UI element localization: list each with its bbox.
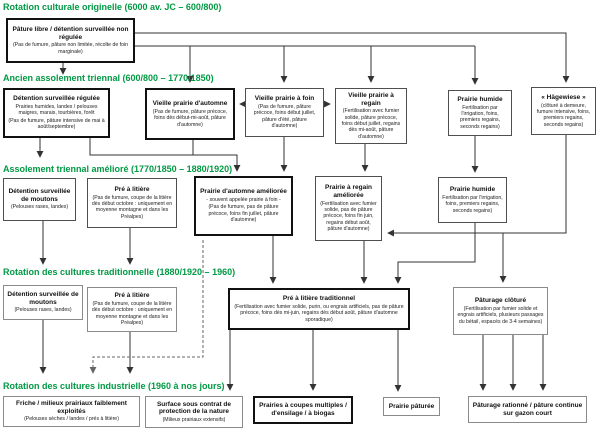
box-prairie-regain-amelioree: Prairie à regain améliorée (Fertilisatio… xyxy=(315,176,382,241)
box-subtitle-2: (Pas de fumure, pâture intensive de mai … xyxy=(8,117,105,131)
box-prairie-automne-amelioree: Prairie d'automne améliorée - souvent ap… xyxy=(194,176,293,236)
box-title: « Hägewiese » xyxy=(541,93,586,101)
box-detention-moutons-traditionnel: Détention surveillée de moutons (Pelouse… xyxy=(3,285,83,320)
box-prairie-paturee: Prairie pâturée xyxy=(383,397,440,416)
box-title: Pâturage rationné / pâture continue sur … xyxy=(472,401,583,417)
box-title: Détention surveillée de moutons xyxy=(7,291,79,306)
box-subtitle: (Pas de fumure, pâture non limitée, réco… xyxy=(12,42,129,55)
box-subtitle: (Pas de fumure, pas de pâture précoce, f… xyxy=(208,204,279,224)
box-title: Vieille prairie à foin xyxy=(254,95,315,103)
box-subtitle: (Pelouses rases, landes) xyxy=(10,204,69,211)
box-subtitle: (Pelouses rases, landes) xyxy=(14,307,72,314)
box-title: Surface sous contrat de protection de la… xyxy=(156,400,232,416)
box-detention-moutons-ameliore: Détention surveillée de moutons (Pelouse… xyxy=(3,178,76,221)
box-subtitle: (Pas de fumure, coupe de la litière dès … xyxy=(91,194,173,220)
box-subtitle: (Pas de fumure, pâture précoce, foins dé… xyxy=(253,104,316,130)
box-prairies-coupes-multiples: Prairies à coupes multiples / d'ensilage… xyxy=(253,396,353,424)
era-title-assolement-ameliore: Assolement triennal amélioré (1770/1850 … xyxy=(3,164,233,174)
box-title: Prairie pâturée xyxy=(388,402,435,410)
box-title: Détention surveillée régulée xyxy=(13,95,100,103)
box-title: Pâture libre / détention surveillée non … xyxy=(12,26,129,41)
box-paturage-cloture: Pâturage clôturé (Fertilisation par fumi… xyxy=(453,287,548,335)
box-prairie-humide-ancien: Prairie humide Fertilisation par l'irrig… xyxy=(448,90,512,136)
box-title: Vieille prairie à regain xyxy=(348,91,394,107)
box-subtitle: (Fertilisation avec fumier solide, purin… xyxy=(234,303,404,323)
box-subtitle: (Pas de fumure, coupe de la litière dès … xyxy=(91,301,173,327)
box-hagewiese: « Hägewiese » (clôturé à demeure, fumure… xyxy=(531,87,596,135)
box-subtitle: Fertilisation par l'irrigation, foins, p… xyxy=(442,194,503,214)
box-title: Pré à litière xyxy=(114,292,150,300)
box-subtitle: (Milieux prairiaux extensifs) xyxy=(162,416,226,423)
box-subtitle: (Pelouses sèches / landes / prés à litiè… xyxy=(24,416,119,423)
era-title-rotation-industrielle: Rotation des cultures industrielle (1960… xyxy=(3,381,225,391)
box-pre-a-litiere-ameliore: Pré à litière (Pas de fumure, coupe de l… xyxy=(87,178,177,228)
box-title: Prairie humide xyxy=(449,186,496,194)
box-prairie-humide-ameliore: Prairie humide Fertilisation par l'irrig… xyxy=(438,177,507,223)
box-paturage-rationne: Pâturage rationné / pâture continue sur … xyxy=(468,396,587,423)
era-title-originelle: Rotation culturale originelle (6000 av. … xyxy=(3,2,222,12)
box-pature-libre-non-regulee: Pâture libre / détention surveillée non … xyxy=(6,18,135,63)
box-subtitle: (Fertilisation avec fumier solide, pas d… xyxy=(320,200,377,233)
box-subtitle: (Fertilisation avec fumier solide, pâtur… xyxy=(341,108,401,140)
box-pre-a-litiere-traditionnel: Pré à litière traditionnel (Fertilisatio… xyxy=(228,288,410,330)
box-subtitle: Prairies humides, landes / pelouses maig… xyxy=(15,104,98,117)
box-pre-a-litiere-trad: Pré à litière (Pas de fumure, coupe de l… xyxy=(87,287,177,332)
box-title: Détention surveillée de moutons xyxy=(8,188,71,203)
box-title: Pré à litière xyxy=(114,185,150,193)
box-subtitle: (Fertilisation par fumier solide et engr… xyxy=(457,305,544,325)
era-title-ancien-assolement: Ancien assolement triennal (600/800 – 17… xyxy=(3,73,214,83)
box-vieille-prairie-a-foin: Vieille prairie à foin (Pas de fumure, p… xyxy=(245,88,324,137)
box-note: - souvent appelée prairie à foin - xyxy=(206,197,281,204)
box-title: Prairie d'automne améliorée xyxy=(200,188,287,196)
era-title-rotation-traditionnelle: Rotation des cultures traditionnelle (18… xyxy=(3,267,236,277)
box-subtitle: (clôturé à demeure, fumure intensive, fo… xyxy=(536,102,591,128)
box-title: Prairie à regain améliorée xyxy=(325,184,372,200)
box-surface-contrat-nature: Surface sous contrat de protection de la… xyxy=(145,396,243,428)
box-title: Vieille prairie d'automne xyxy=(152,100,228,108)
box-detention-surveillee-regulee: Détention surveillée régulée Prairies hu… xyxy=(3,88,110,138)
box-title: Prairies à coupes multiples / d'ensilage… xyxy=(259,402,347,417)
box-subtitle: Fertilisation par l'irrigation, foins, p… xyxy=(459,104,501,130)
box-title: Friche / milieux prairiaux faiblement ex… xyxy=(16,400,127,415)
box-vieille-prairie-automne: Vieille prairie d'automne (Pas de fumure… xyxy=(145,88,235,140)
box-subtitle: (Pas de fumure, pâture précoce, foins dè… xyxy=(152,108,228,128)
box-title: Prairie humide xyxy=(457,95,503,103)
box-vieille-prairie-a-regain: Vieille prairie à regain (Fertilisation … xyxy=(335,88,407,144)
box-title: Pré à litière traditionnel xyxy=(282,295,356,303)
box-friche: Friche / milieux prairiaux faiblement ex… xyxy=(3,396,140,427)
box-title: Pâturage clôturé xyxy=(474,297,527,305)
